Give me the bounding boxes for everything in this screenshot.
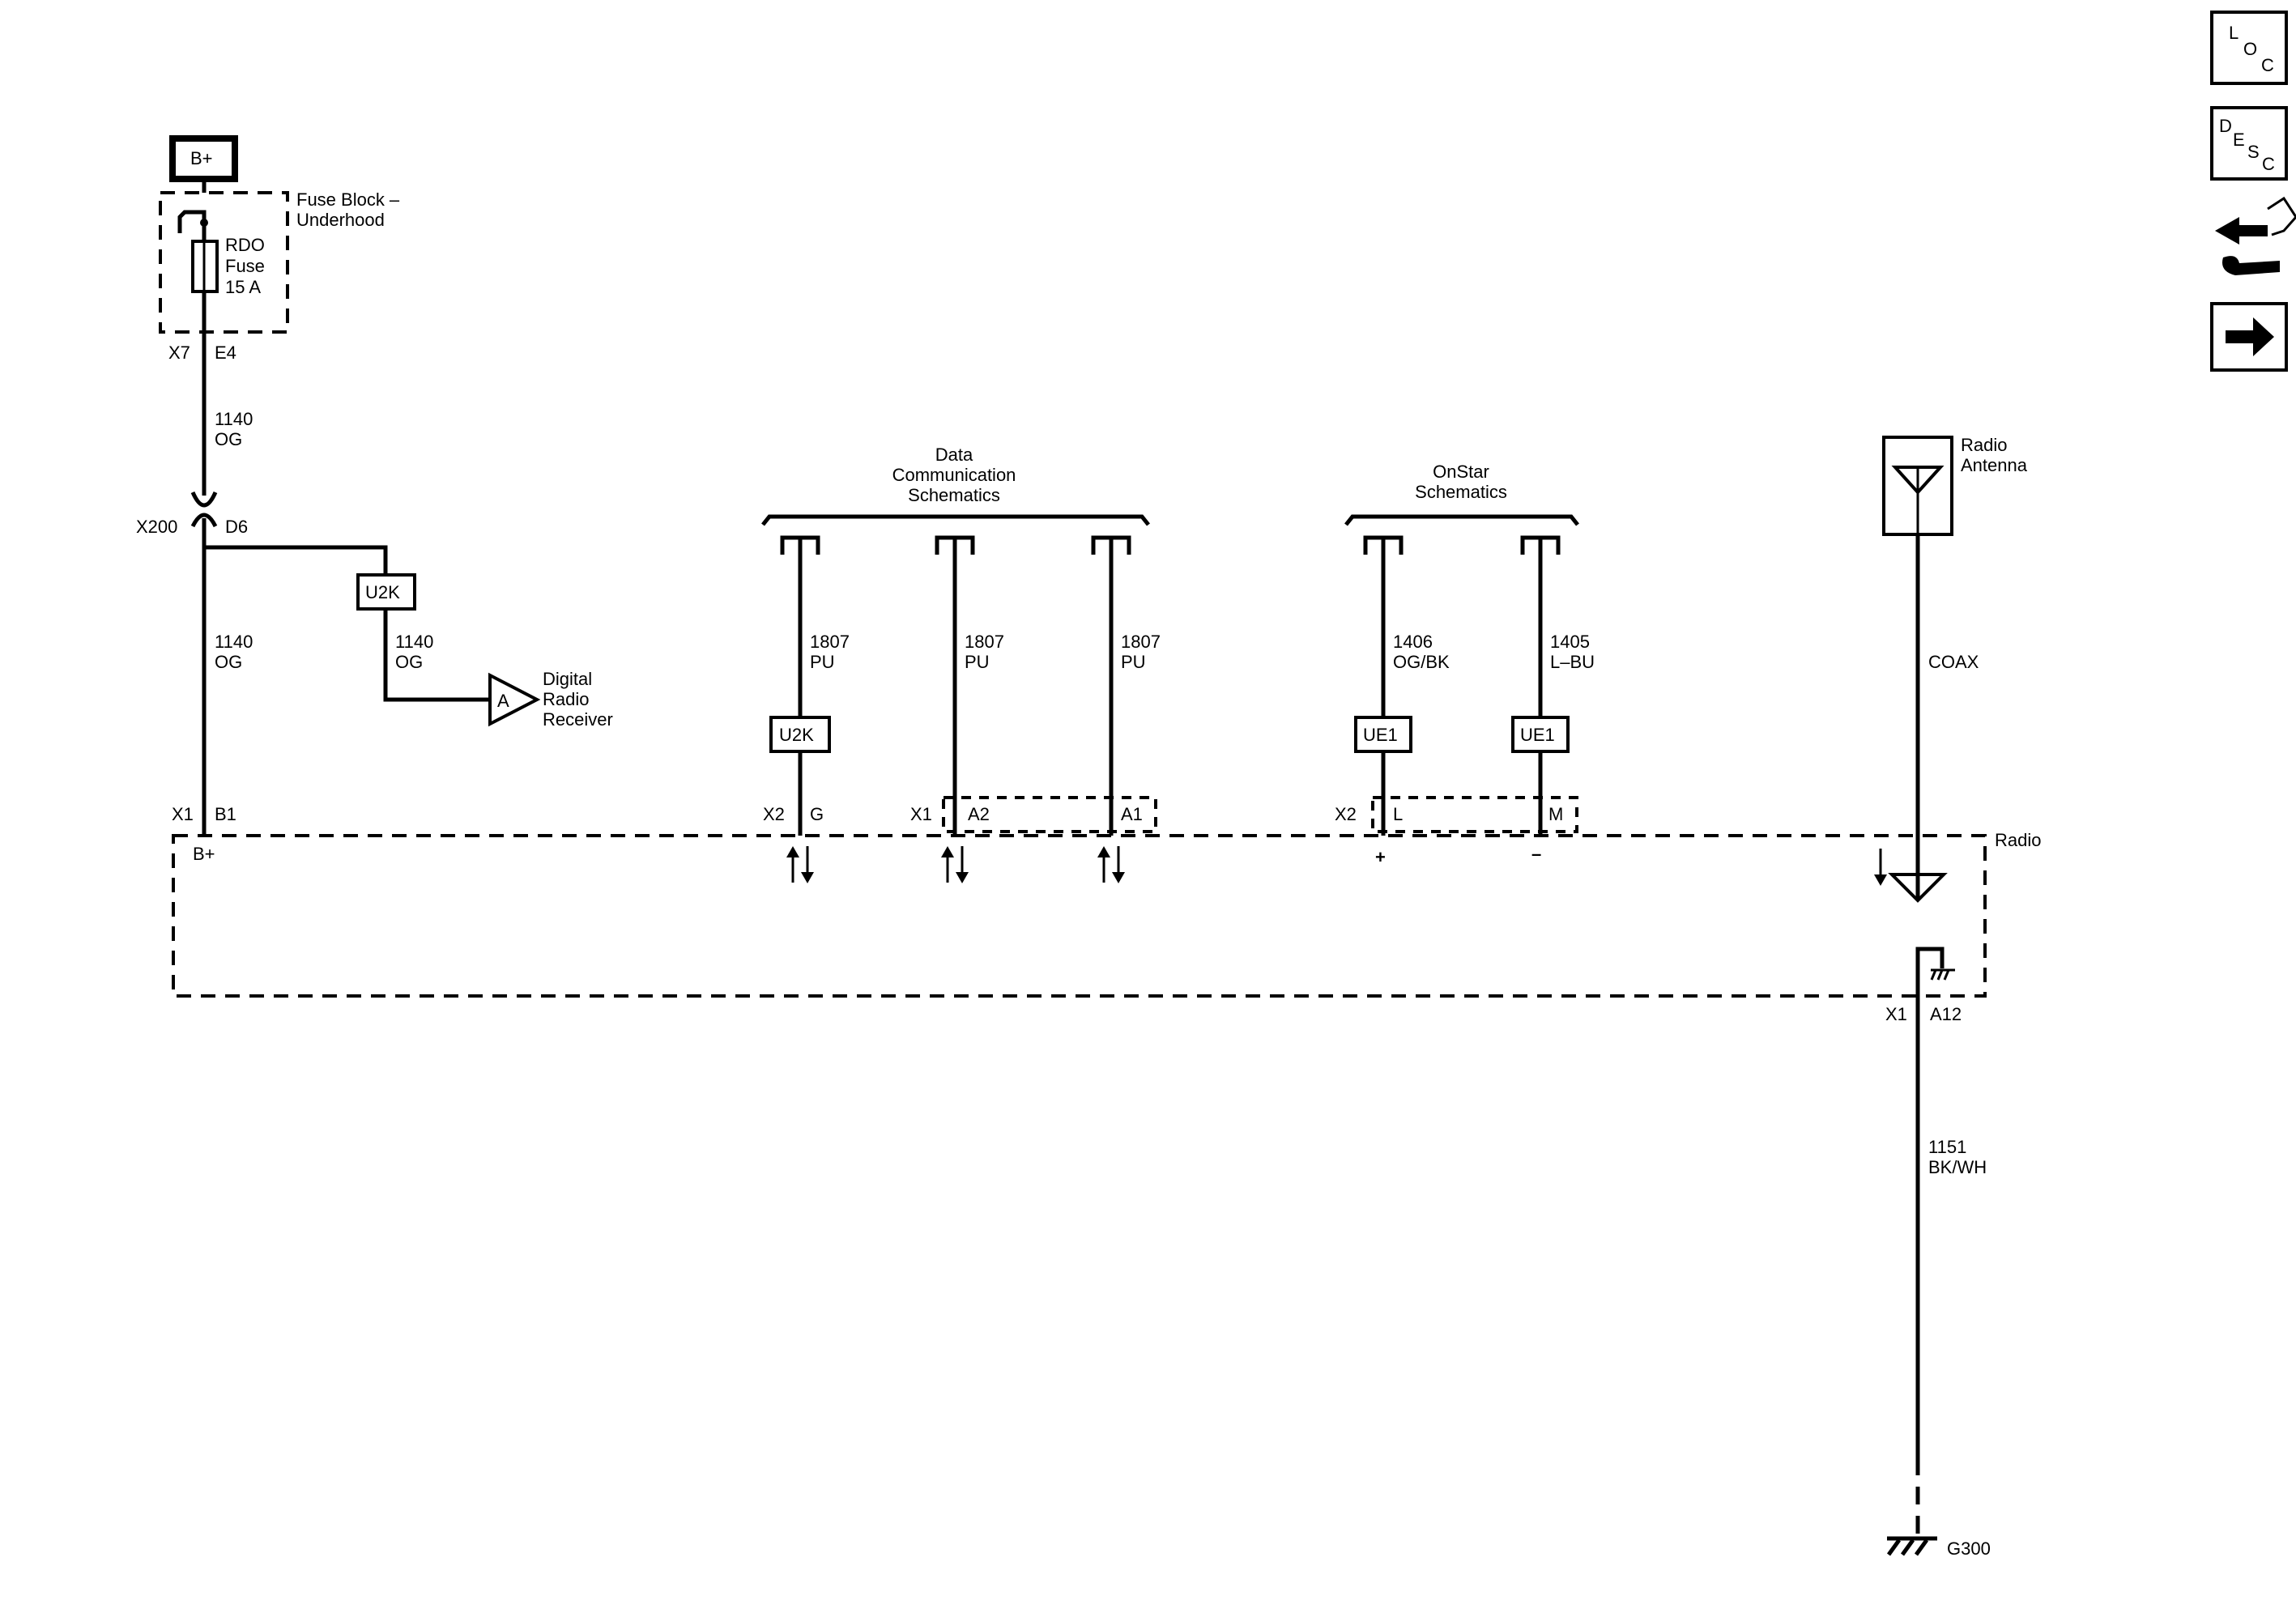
chassis-ground-symbol — [1915, 947, 1955, 996]
fuse-block-underhood: Fuse Block – Underhood — [159, 189, 400, 334]
loc-letter-l: L — [2229, 23, 2238, 43]
antenna-input-symbol — [1874, 849, 1948, 903]
u2k-option-label-top: U2K — [356, 573, 416, 611]
onstar-schematics-ref: OnStar Schematics — [1344, 462, 1579, 555]
next-arrow-button[interactable] — [2210, 302, 2288, 372]
svg-text:X1: X1 — [1885, 1004, 1907, 1024]
svg-text:1405: 1405 — [1550, 632, 1590, 652]
fuse-bus-bar — [177, 210, 207, 233]
svg-text:PU: PU — [1121, 652, 1146, 672]
bidirectional-data-arrows — [786, 846, 1125, 883]
ue1-option-label-a: UE1 — [1354, 716, 1412, 753]
svg-text:1807: 1807 — [810, 632, 850, 652]
svg-text:Digital: Digital — [543, 669, 592, 689]
x200-inline-connector: X200 D6 — [136, 491, 248, 537]
g300-ground-symbol: G300 — [1886, 1536, 1991, 1559]
svg-text:1406: 1406 — [1393, 632, 1433, 652]
svg-text:X2: X2 — [1335, 804, 1357, 824]
svg-text:Antenna: Antenna — [1961, 455, 2028, 475]
desc-letter-s: S — [2247, 142, 2260, 162]
ue1-option-label-b: UE1 — [1511, 716, 1570, 753]
svg-text:L: L — [1393, 804, 1403, 824]
minus-polarity: – — [1531, 844, 1541, 864]
svg-text:1140: 1140 — [215, 632, 253, 652]
svg-text:Schematics: Schematics — [1415, 482, 1507, 502]
svg-text:1151: 1151 — [1928, 1137, 1966, 1157]
digital-radio-receiver-ref: A Digital Radio Receiver — [488, 669, 613, 730]
right-arrow-icon — [2226, 317, 2274, 356]
svg-text:Receiver: Receiver — [543, 709, 613, 730]
svg-text:G300: G300 — [1947, 1538, 1991, 1559]
desc-button[interactable]: D E S C — [2210, 106, 2288, 181]
loc-letter-c: C — [2261, 55, 2274, 75]
svg-text:G: G — [810, 804, 824, 824]
svg-text:A12: A12 — [1930, 1004, 1962, 1024]
radio-label: Radio — [1995, 830, 2041, 850]
desc-letter-e: E — [2233, 130, 2245, 150]
svg-text:1140: 1140 — [215, 409, 253, 429]
coax-label: COAX — [1928, 652, 1979, 672]
svg-text:X1: X1 — [172, 804, 194, 824]
svg-text:X2: X2 — [763, 804, 785, 824]
svg-text:1140: 1140 — [395, 632, 433, 652]
svg-text:Radio: Radio — [1961, 435, 2007, 455]
svg-text:PU: PU — [965, 652, 990, 672]
svg-text:A1: A1 — [1121, 804, 1143, 824]
svg-text:Radio: Radio — [543, 689, 589, 709]
svg-text:A2: A2 — [968, 804, 990, 824]
svg-text:OG: OG — [215, 652, 242, 672]
svg-text:X200: X200 — [136, 517, 177, 537]
svg-text:D6: D6 — [225, 517, 248, 537]
loc-letter-o: O — [2243, 39, 2257, 59]
svg-text:Fuse: Fuse — [225, 256, 265, 276]
svg-text:A: A — [497, 691, 509, 711]
svg-text:M: M — [1548, 804, 1563, 824]
connector-tool-icon[interactable] — [2215, 196, 2296, 275]
data-communication-ref: Data Communication Schematics — [761, 445, 1150, 555]
x2-onstar-connector — [1371, 796, 1578, 833]
svg-text:OG/BK: OG/BK — [1393, 652, 1450, 672]
svg-text:Schematics: Schematics — [908, 485, 1000, 505]
svg-text:Communication: Communication — [892, 465, 1016, 485]
svg-text:Underhood: Underhood — [296, 210, 385, 230]
svg-text:Fuse Block –: Fuse Block – — [296, 189, 400, 210]
svg-text:BK/WH: BK/WH — [1928, 1157, 1987, 1177]
radio-antenna: Radio Antenna — [1882, 435, 2028, 536]
svg-text:Data: Data — [935, 445, 973, 465]
svg-text:X1: X1 — [910, 804, 932, 824]
fuse-rating: 15 A — [225, 277, 261, 297]
plus-polarity: + — [1375, 847, 1386, 867]
svg-text:1807: 1807 — [965, 632, 1004, 652]
svg-text:OnStar: OnStar — [1433, 462, 1489, 482]
svg-text:E4: E4 — [215, 343, 236, 363]
svg-text:PU: PU — [810, 652, 835, 672]
svg-text:1807: 1807 — [1121, 632, 1161, 652]
svg-text:U2K: U2K — [779, 725, 814, 745]
radio-module — [172, 834, 1987, 998]
svg-text:OG: OG — [395, 652, 423, 672]
desc-letter-c: C — [2262, 154, 2275, 174]
svg-text:U2K: U2K — [365, 582, 400, 602]
svg-text:OG: OG — [215, 429, 242, 449]
svg-text:X7: X7 — [168, 343, 190, 363]
svg-text:B1: B1 — [215, 804, 236, 824]
svg-text:B+: B+ — [193, 844, 215, 864]
desc-letter-d: D — [2219, 116, 2232, 136]
bplus-power-box: B+ — [169, 135, 238, 182]
fuse-name: RDO — [225, 235, 265, 255]
wire-branch-digital-radio — [204, 545, 388, 575]
loc-button[interactable]: L O C — [2210, 11, 2288, 85]
svg-text:L–BU: L–BU — [1550, 652, 1595, 672]
svg-text:B+: B+ — [190, 148, 213, 168]
svg-text:UE1: UE1 — [1520, 725, 1555, 745]
u2k-option-label-mid: U2K — [769, 716, 831, 753]
svg-text:UE1: UE1 — [1363, 725, 1398, 745]
